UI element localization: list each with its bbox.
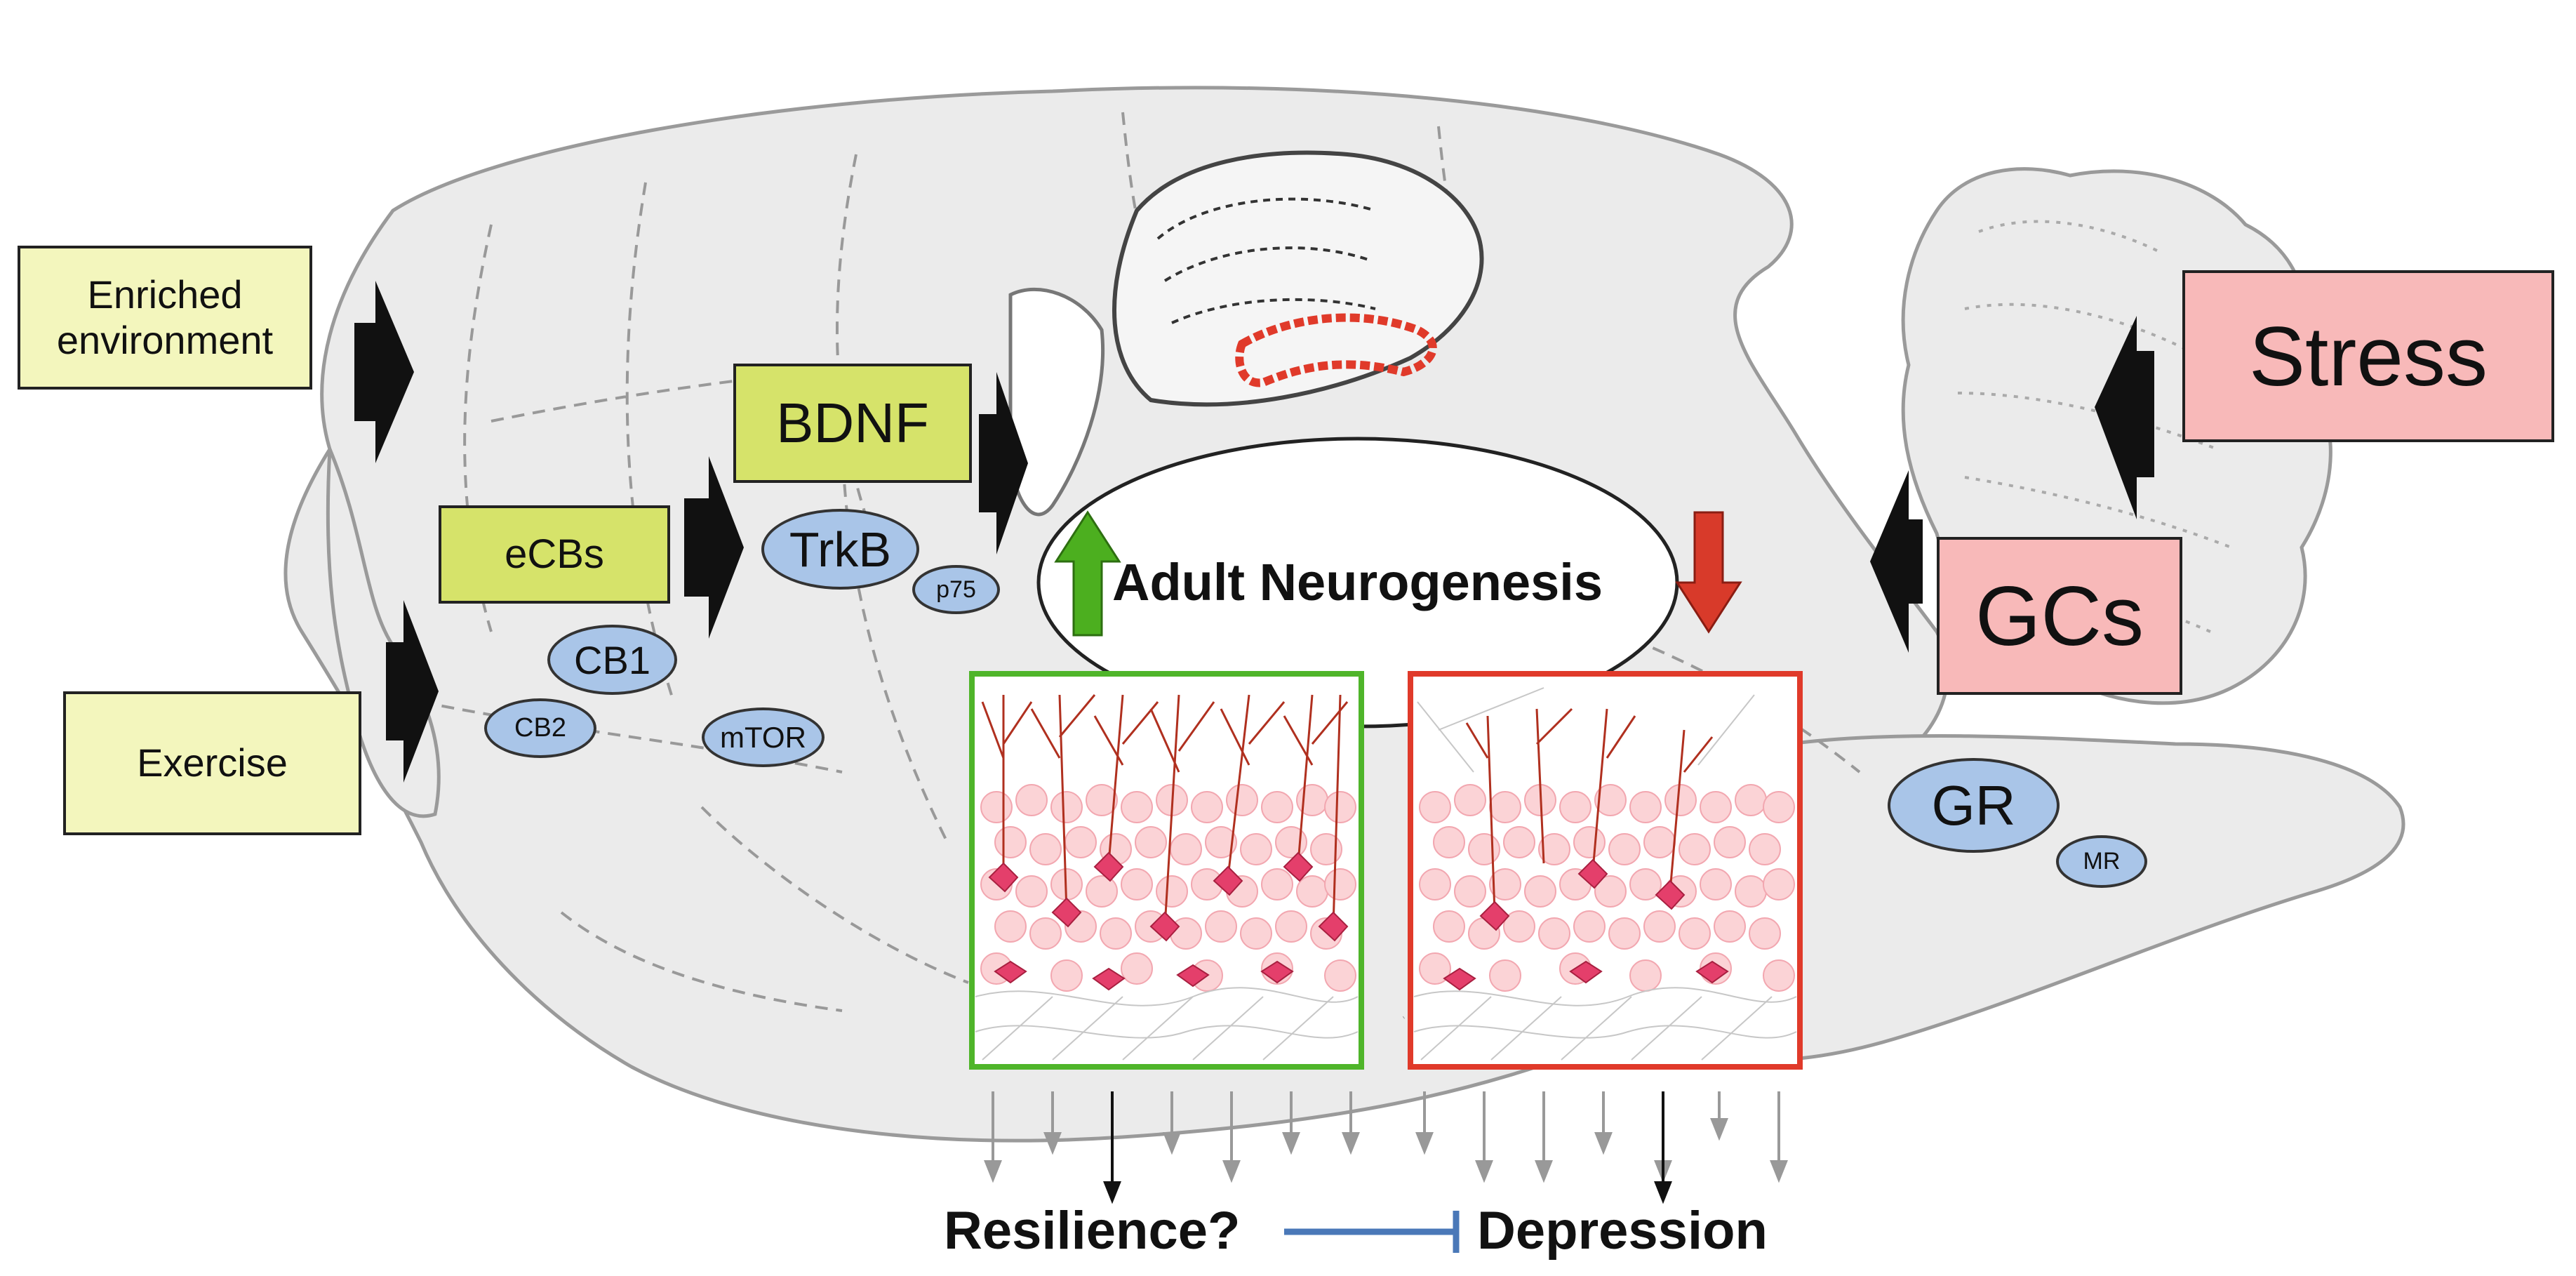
ecbs-arrow	[684, 456, 744, 639]
enriched-environment-box: Enriched environment	[18, 246, 312, 390]
enriched-arrow	[354, 281, 414, 463]
stress-arrow	[2095, 316, 2154, 519]
p75-receptor: p75	[912, 565, 1000, 614]
cb1-receptor: CB1	[547, 625, 677, 695]
gr-label: GR	[1931, 773, 2016, 837]
p75-label: p75	[936, 576, 976, 603]
gcs-label: GCs	[1975, 569, 2144, 663]
trkb-receptor: TrkB	[761, 509, 919, 590]
mtor-molecule: mTOR	[702, 707, 825, 767]
ecbs-label: eCBs	[505, 531, 604, 577]
bdnf-arrow	[979, 372, 1028, 554]
exercise-box: Exercise	[63, 691, 361, 835]
bdnf-label: BDNF	[776, 392, 929, 454]
gcs-box: GCs	[1937, 537, 2182, 695]
folia-lines	[1957, 220, 2232, 633]
healthy-panel-fibers	[975, 987, 1359, 1061]
resilience-main-arrow	[1103, 1091, 1121, 1204]
ecbs-box: eCBs	[439, 505, 670, 604]
gr-receptor: GR	[1888, 758, 2060, 853]
resilience-arrows	[984, 1091, 1360, 1183]
hippocampus-dashed	[1156, 197, 1376, 324]
trkb-label: TrkB	[789, 521, 892, 577]
hippocampus-shape	[1112, 150, 1484, 407]
stress-label: Stress	[2248, 309, 2488, 404]
ventricle-shape	[1008, 287, 1105, 517]
mr-label: MR	[2083, 848, 2121, 875]
cb2-label: CB2	[514, 713, 566, 743]
mr-receptor: MR	[2056, 835, 2147, 888]
dentate-gyrus-shape	[1235, 313, 1437, 387]
impaired-panel-neurons	[1443, 858, 1729, 991]
decrease-arrow	[1675, 511, 1742, 634]
enriched-environment-label: Enriched environment	[56, 272, 274, 362]
bdnf-box: BDNF	[733, 364, 972, 483]
inhibition-line	[1284, 1211, 1460, 1253]
cb1-label: CB1	[574, 637, 650, 682]
increase-arrow	[1054, 510, 1121, 637]
resilience-label: Resilience?	[944, 1201, 1241, 1261]
healthy-panel-neurons	[988, 851, 1349, 991]
impaired-panel-dendrites	[1465, 707, 1714, 913]
exercise-arrow	[386, 600, 439, 783]
depression-arrows	[1415, 1091, 1788, 1183]
impaired-panel-fibers	[1413, 687, 1797, 1061]
stress-box: Stress	[2182, 270, 2554, 442]
gcs-arrow	[1870, 470, 1923, 653]
mtor-label: mTOR	[720, 720, 806, 754]
impaired-panel-cells	[1419, 784, 1795, 992]
exercise-label: Exercise	[137, 740, 288, 785]
cb2-receptor: CB2	[484, 698, 596, 758]
depression-label: Depression	[1477, 1201, 1768, 1261]
neurogenesis-title: Adult Neurogenesis	[1112, 553, 1603, 611]
healthy-panel-dendrites	[981, 694, 1349, 927]
depression-main-arrow	[1654, 1091, 1672, 1204]
